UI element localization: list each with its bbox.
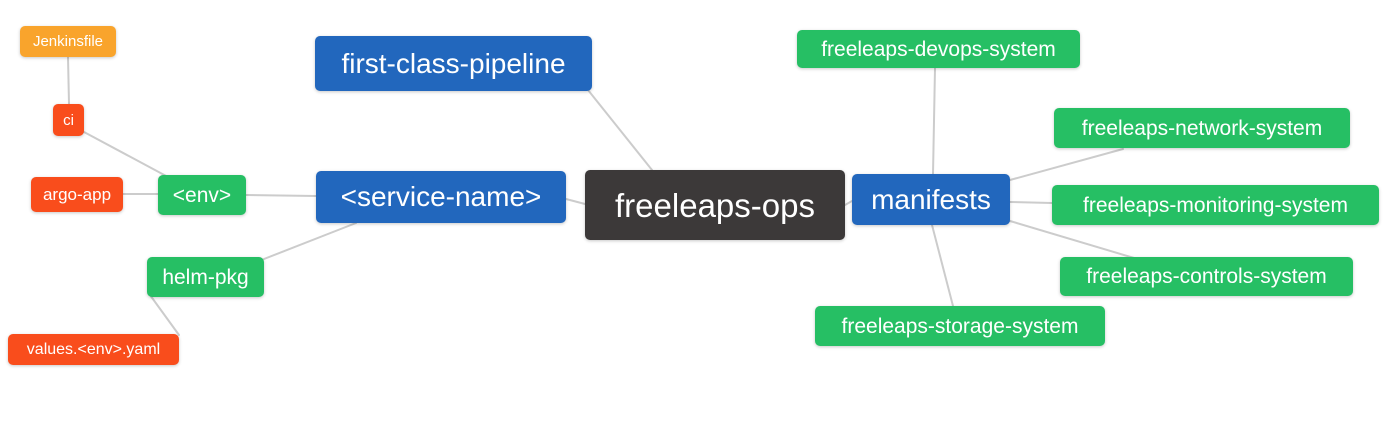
edge-helmpkg-servicename xyxy=(263,222,357,260)
edge-pipeline-ops xyxy=(587,89,653,171)
edge-manifests-controls xyxy=(1009,220,1135,259)
node-service-name[interactable]: <service-name> xyxy=(316,171,566,223)
edge-env-servicename xyxy=(245,194,317,197)
edge-values-helmpkg xyxy=(149,294,180,336)
edge-ops-manifests xyxy=(844,200,853,206)
edge-servicename-ops xyxy=(565,198,586,205)
node-argo-app[interactable]: argo-app xyxy=(31,177,123,212)
edge-manifests-devops xyxy=(932,67,936,175)
edge-manifests-network xyxy=(1009,148,1124,181)
node-first-class-pipeline[interactable]: first-class-pipeline xyxy=(315,36,592,91)
node-env[interactable]: <env> xyxy=(158,175,246,215)
node-freeleaps-storage-system[interactable]: freeleaps-storage-system xyxy=(815,306,1105,346)
edge-jenkinsfile-ci xyxy=(67,56,70,105)
node-freeleaps-network-system[interactable]: freeleaps-network-system xyxy=(1054,108,1350,148)
node-freeleaps-controls-system[interactable]: freeleaps-controls-system xyxy=(1060,257,1353,296)
edge-manifests-storage xyxy=(931,224,954,307)
edge-ci-env xyxy=(83,131,169,178)
node-values-env-yaml[interactable]: values.<env>.yaml xyxy=(8,334,179,365)
node-jenkinsfile[interactable]: Jenkinsfile xyxy=(20,26,116,57)
node-manifests[interactable]: manifests xyxy=(852,174,1010,225)
node-ci[interactable]: ci xyxy=(53,104,84,136)
node-freeleaps-ops[interactable]: freeleaps-ops xyxy=(585,170,845,240)
node-freeleaps-devops-system[interactable]: freeleaps-devops-system xyxy=(797,30,1080,68)
edge-manifests-monitoring xyxy=(1009,201,1053,204)
node-helm-pkg[interactable]: helm-pkg xyxy=(147,257,264,297)
node-freeleaps-monitoring-system[interactable]: freeleaps-monitoring-system xyxy=(1052,185,1379,225)
